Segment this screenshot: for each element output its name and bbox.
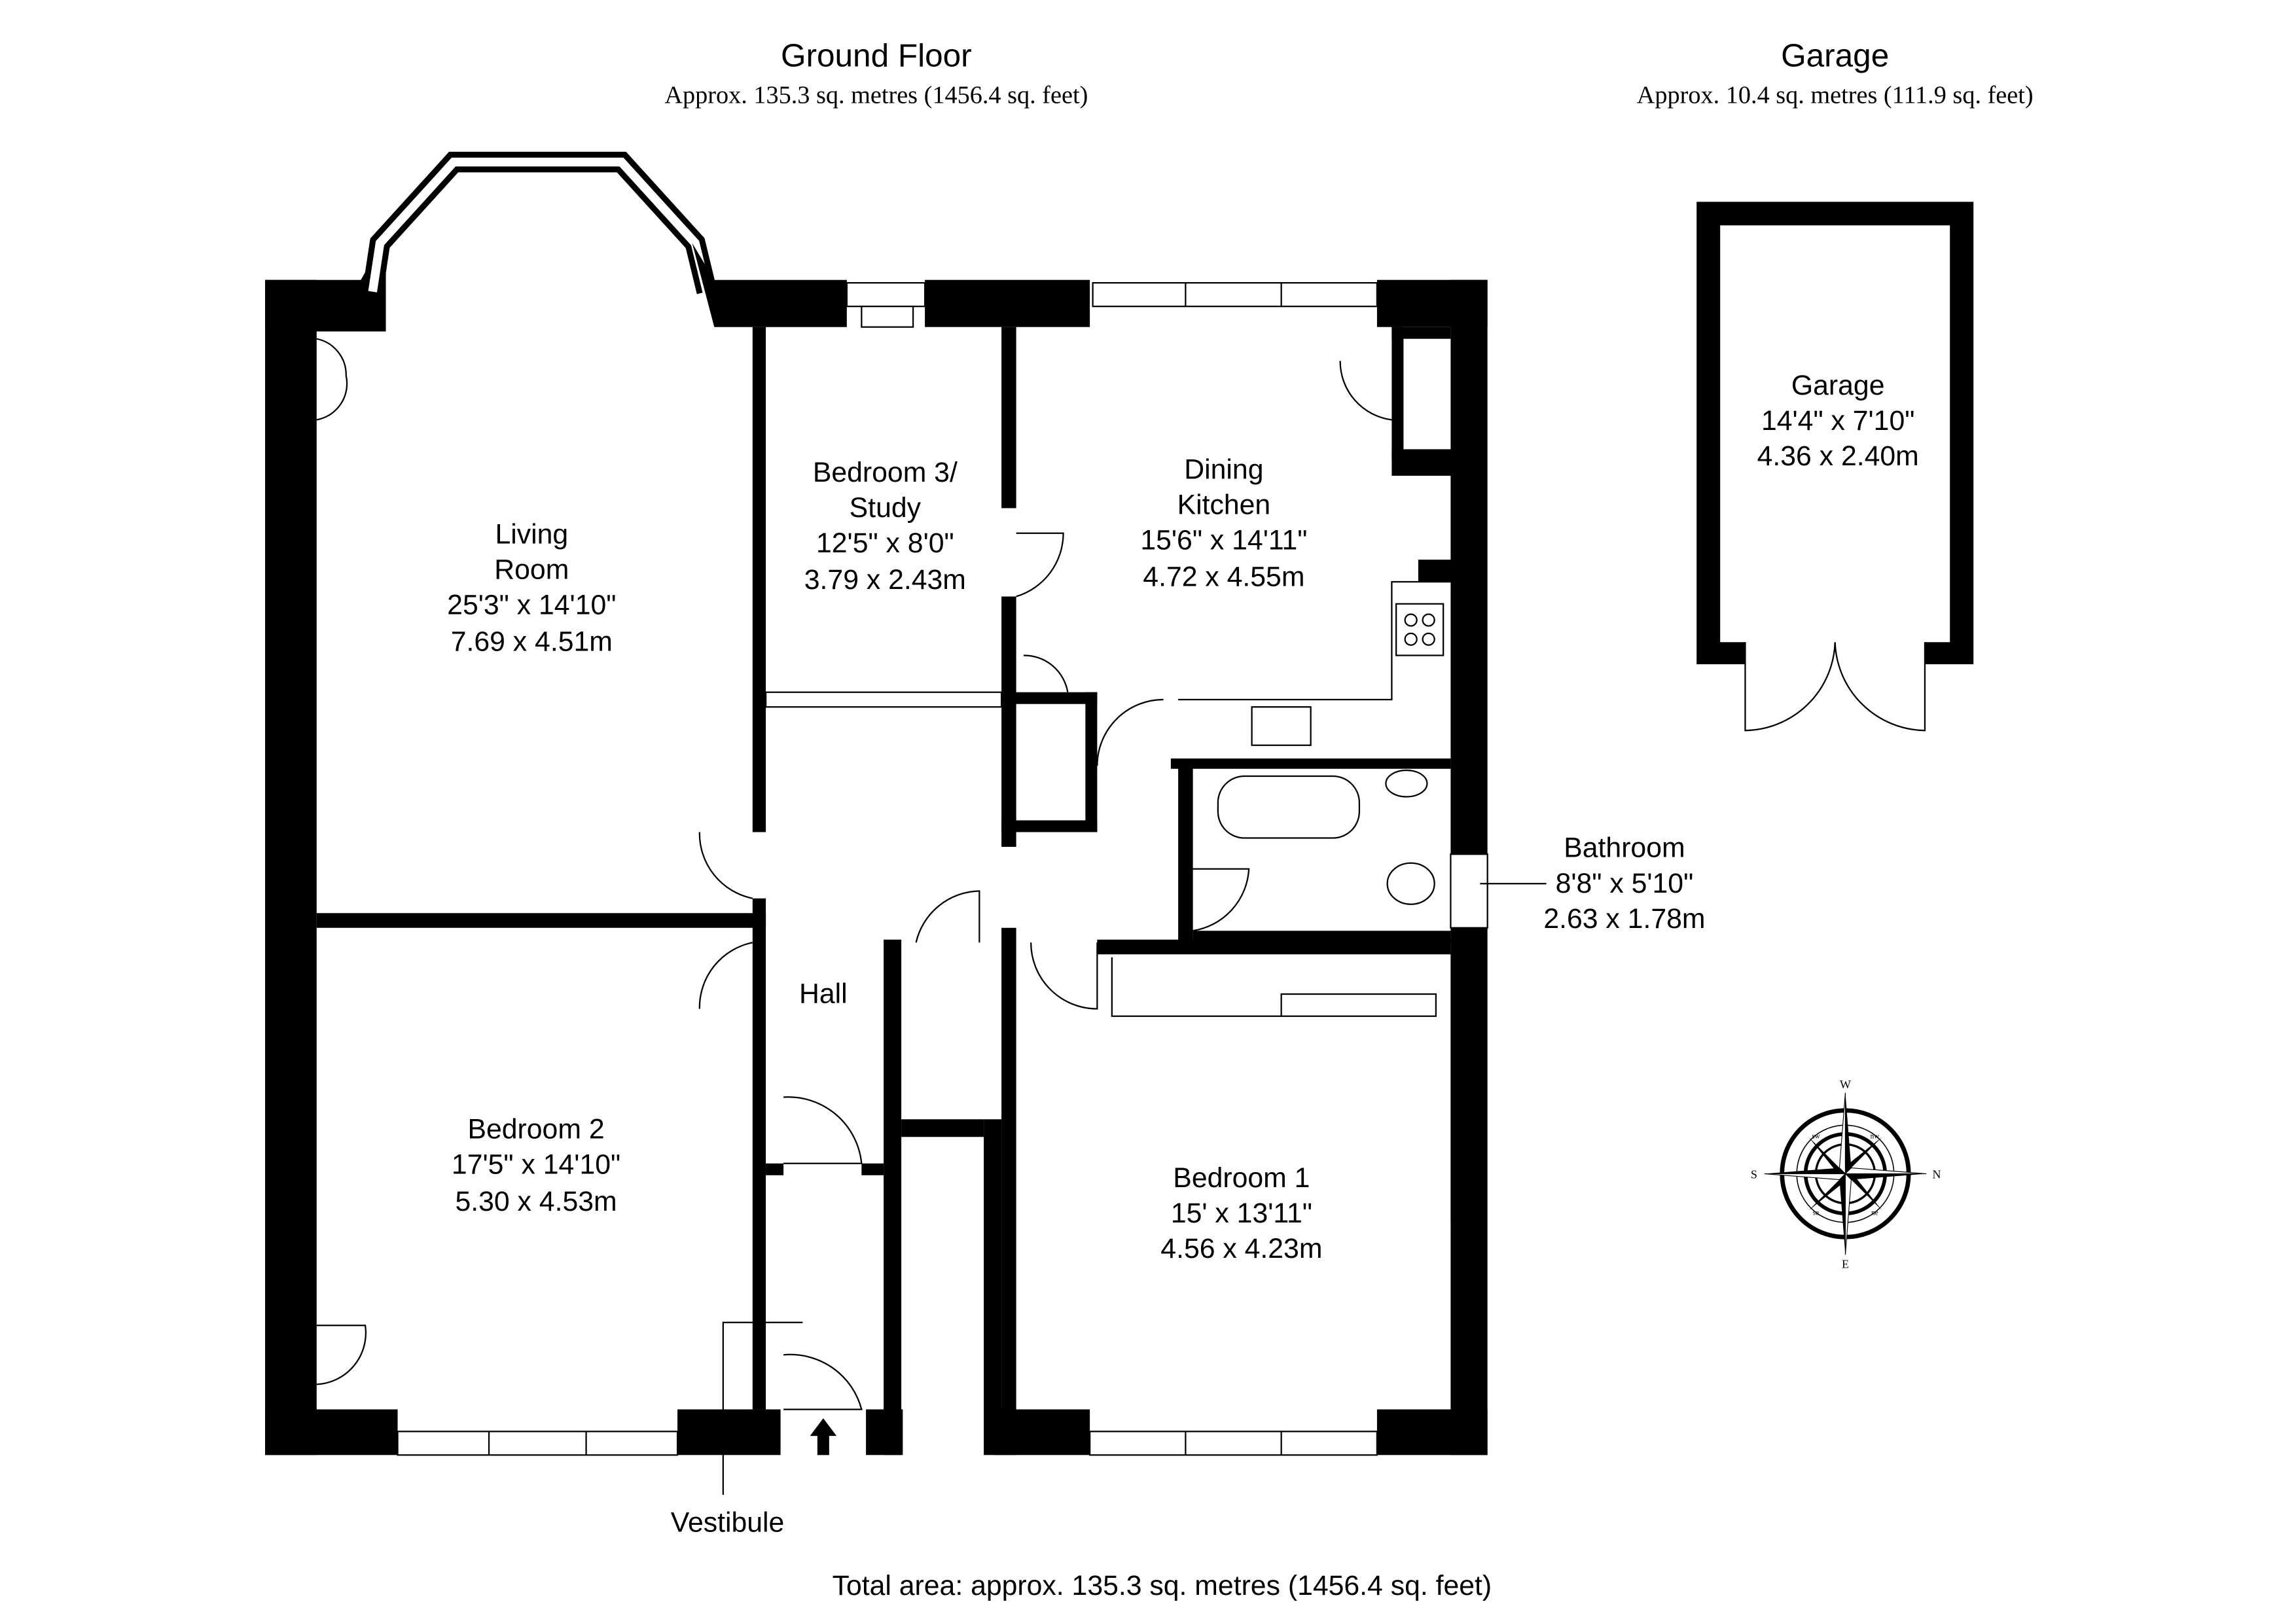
compass-n: N (1932, 1168, 1941, 1181)
compass-ne: ne (1871, 1209, 1878, 1217)
bedroom2-label: Bedroom 2 (467, 1114, 604, 1145)
garage-metric: 4.36 x 2.40m (1757, 440, 1919, 472)
compass-w: W (1840, 1078, 1851, 1091)
garage-label: Garage (1791, 370, 1885, 401)
compass-nw: nw (1871, 1133, 1880, 1141)
garage-plan (1696, 202, 1974, 732)
ground-floor-title: Ground Floor (781, 37, 972, 73)
bedroom2-imperial: 17'5" x 14'10" (452, 1149, 620, 1181)
kitchen-label: Dining (1184, 454, 1263, 485)
garage-imperial: 14'4" x 7'10" (1761, 405, 1914, 437)
compass-s: S (1751, 1168, 1757, 1181)
total-area: Total area: approx. 135.3 sq. metres (14… (833, 1570, 1492, 1601)
vestibule-label: Vestibule (671, 1507, 785, 1538)
hall-label: Hall (799, 978, 848, 1010)
kitchen-label-2: Kitchen (1177, 489, 1271, 520)
bathroom-metric: 2.63 x 1.78m (1543, 903, 1705, 935)
living-room-imperial: 25'3" x 14'10" (447, 589, 616, 620)
bedroom1-label: Bedroom 1 (1173, 1162, 1310, 1194)
bedroom2-metric: 5.30 x 4.53m (455, 1186, 617, 1217)
bedroom3-metric: 3.79 x 2.43m (804, 564, 966, 596)
kitchen-metric: 4.72 x 4.55m (1143, 562, 1304, 593)
compass-e: E (1842, 1258, 1849, 1271)
compass-rose-icon: W E N S nw sw ne se (1751, 1078, 1941, 1271)
ground-floor-area: Approx. 135.3 sq. metres (1456.4 sq. fee… (664, 82, 1088, 109)
walls (265, 151, 1547, 1495)
kitchen-imperial: 15'6" x 14'11" (1140, 524, 1307, 556)
bedroom3-label: Bedroom 3/ (813, 457, 958, 488)
bedroom3-imperial: 12'5" x 8'0" (816, 527, 954, 559)
compass-sw: sw (1812, 1133, 1820, 1141)
bedroom1-imperial: 15' x 13'11" (1171, 1198, 1312, 1229)
bedroom3-label-2: Study (850, 492, 922, 524)
bathroom-label: Bathroom (1564, 832, 1685, 864)
bathroom-imperial: 8'8" x 5'10" (1556, 868, 1694, 899)
compass-se: se (1813, 1209, 1819, 1217)
garage-area: Approx. 10.4 sq. metres (111.9 sq. feet) (1637, 82, 2034, 109)
living-room-metric: 7.69 x 4.51m (451, 626, 613, 658)
living-room-label: Living (495, 518, 568, 550)
bedroom1-metric: 4.56 x 4.23m (1160, 1233, 1322, 1264)
garage-title: Garage (1781, 37, 1889, 73)
living-room-label-2: Room (494, 554, 569, 585)
